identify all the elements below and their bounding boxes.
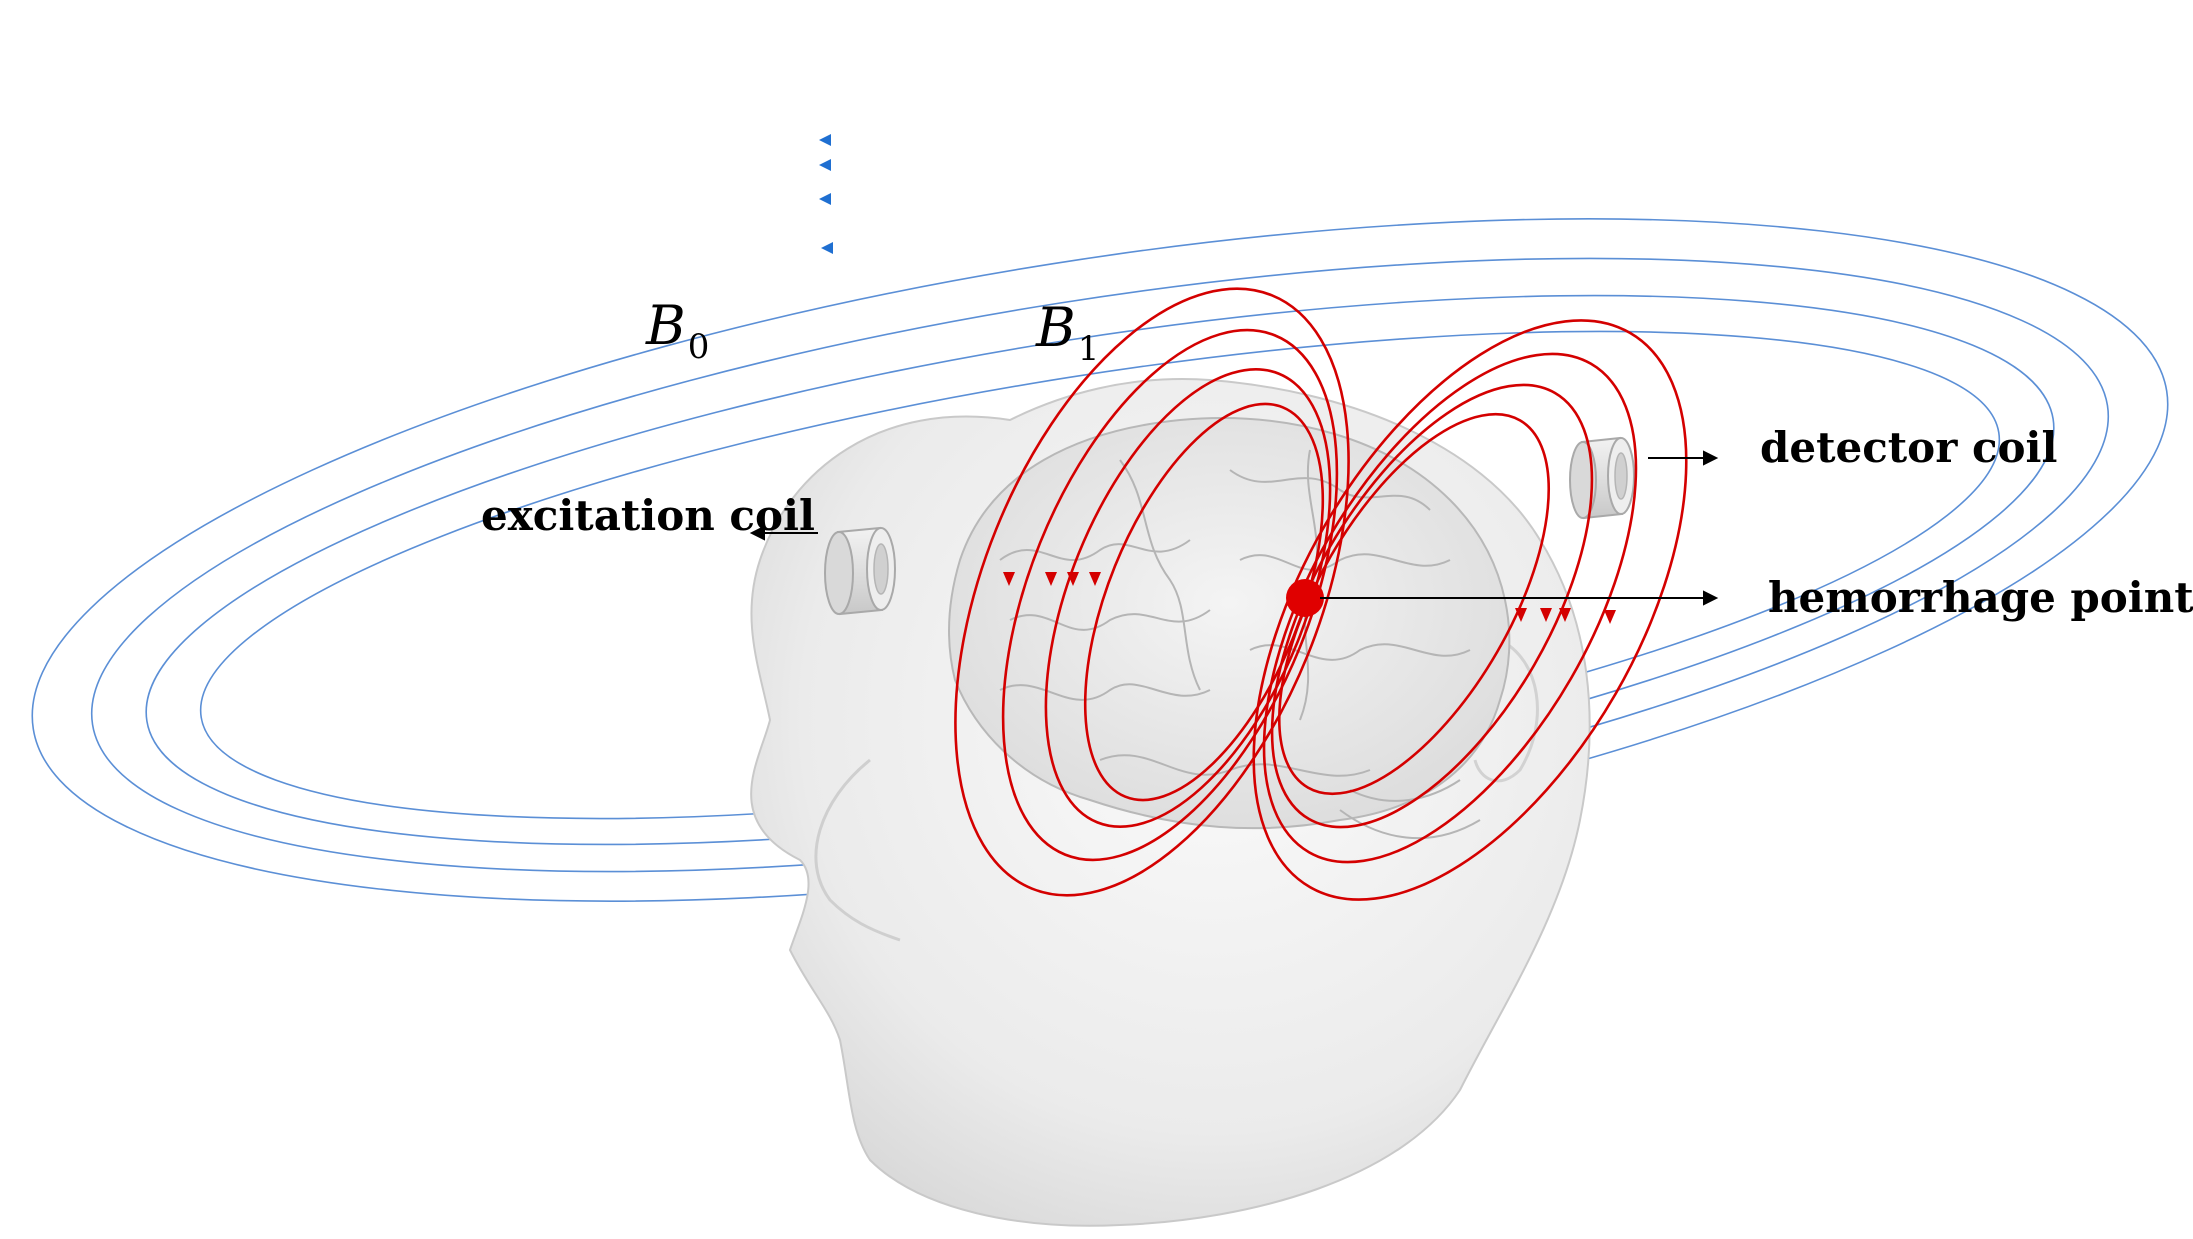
b1-label: B1 bbox=[1036, 296, 1099, 369]
b1-direction-arrow bbox=[1067, 572, 1079, 586]
brain-model bbox=[947, 417, 1511, 840]
b0-direction-arrow bbox=[819, 193, 831, 205]
b1-direction-arrow bbox=[1604, 610, 1616, 624]
b0-direction-arrow bbox=[821, 242, 833, 254]
excitation-coil-label: excitation coil bbox=[481, 491, 815, 540]
hemorrhage-arrowhead bbox=[1703, 590, 1719, 606]
b1-field-loop bbox=[954, 287, 1350, 897]
face-contour bbox=[814, 758, 901, 942]
b1-subscript: 1 bbox=[1077, 329, 1100, 369]
b0-subscript: 0 bbox=[687, 327, 710, 367]
brain-gyri bbox=[999, 449, 1481, 840]
b1-field-loop bbox=[1262, 352, 1638, 864]
ear-contour bbox=[1473, 638, 1539, 783]
b0-direction-arrow bbox=[819, 159, 831, 171]
hemorrhage-point-dot bbox=[1286, 579, 1324, 617]
b1-field-loop bbox=[1270, 383, 1594, 829]
detector-coil-label: detector coil bbox=[1760, 423, 2058, 472]
b1-direction-arrow bbox=[1515, 608, 1527, 622]
brain-outline bbox=[947, 417, 1511, 830]
b0-symbol: B bbox=[646, 294, 686, 357]
hemorrhage-point-label: hemorrhage point bbox=[1768, 573, 2193, 622]
b1-field-loop bbox=[1277, 412, 1551, 796]
excitation-arrowhead bbox=[749, 525, 765, 541]
b1-field-loop bbox=[1044, 368, 1332, 828]
b1-field-loop bbox=[1252, 319, 1688, 901]
b1-symbol: B bbox=[1036, 296, 1076, 359]
b1-direction-arrow bbox=[1045, 572, 1057, 586]
b1-direction-arrow bbox=[1540, 608, 1552, 622]
b1-direction-arrow bbox=[1089, 572, 1101, 586]
b1-direction-arrow bbox=[1559, 608, 1571, 622]
leader-arrows bbox=[749, 450, 1719, 606]
b0-direction-arrow bbox=[819, 134, 831, 146]
b0-label: B0 bbox=[646, 294, 709, 367]
b1-field-lines bbox=[954, 287, 1688, 901]
detector-arrowhead bbox=[1703, 450, 1719, 466]
b1-field-loop bbox=[1001, 328, 1339, 862]
detector-coil bbox=[1569, 436, 1635, 520]
excitation-coil bbox=[824, 526, 896, 616]
b1-direction-arrow bbox=[1003, 572, 1015, 586]
